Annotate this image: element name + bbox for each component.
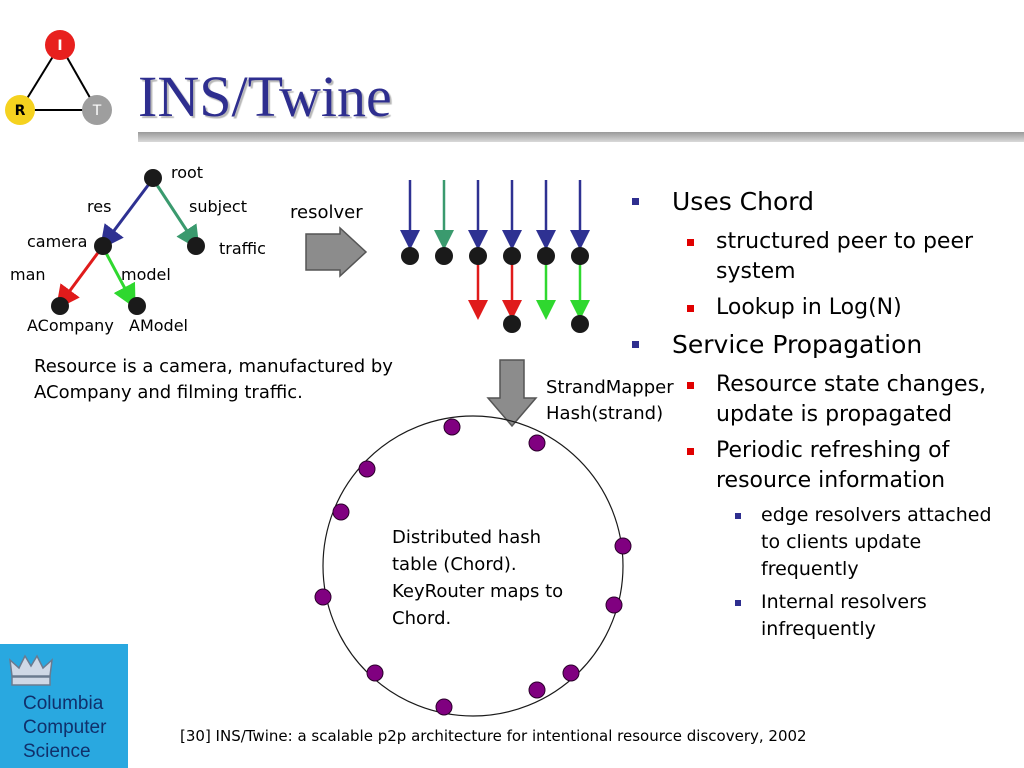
tree-node-camera [94, 237, 112, 255]
ring-node [332, 503, 350, 521]
bullet-marker-icon [735, 600, 741, 606]
ring-node [614, 537, 632, 555]
tree-label-camera: camera [27, 232, 87, 251]
slide-title: INS/Twine [138, 64, 392, 129]
dht-caption: Distributed hash table (Chord). KeyRoute… [392, 527, 564, 629]
logo-node-r [5, 95, 35, 125]
bullet-internal-resolvers: Internal resolvers infrequently [632, 589, 1012, 643]
ring-node [528, 681, 546, 699]
bullet-marker-icon [735, 513, 741, 519]
bullet-marker-icon [687, 382, 694, 389]
citation: [30] INS/Twine: a scalable p2p architect… [180, 727, 807, 745]
tree-node-root [144, 169, 162, 187]
ring-node [314, 588, 332, 606]
tree-edge-res [99, 179, 154, 250]
strands [400, 180, 590, 333]
crown-icon [9, 654, 53, 686]
strand-node [435, 247, 453, 265]
bullet-uses-chord: Uses Chord [632, 186, 1012, 217]
strand-node [503, 315, 521, 333]
ring-node [562, 664, 580, 682]
tree-edge-subject [153, 181, 200, 251]
bullet-marker-icon [632, 341, 639, 348]
tree-node-amodel [128, 297, 146, 315]
strandmapper-caption: StrandMapper Hash(strand) [546, 375, 674, 427]
strand-node [537, 247, 555, 265]
resolver-arrow [305, 226, 368, 278]
strand-node [469, 247, 487, 265]
tree-node-acompany [51, 297, 69, 315]
ring-node [443, 418, 461, 436]
tree-label-amodel: AModel [129, 316, 188, 335]
tree-label-model: model [121, 265, 171, 284]
logo-node-i [45, 30, 75, 60]
title-underline [138, 132, 1024, 142]
bullet-marker-icon [687, 239, 694, 246]
ring-node [435, 698, 453, 716]
svg-text:R: R [15, 103, 26, 119]
bullet-list: Uses Chord structured peer to peer syste… [632, 186, 1012, 649]
tree-edge-model [103, 250, 136, 309]
ring-node [605, 596, 623, 614]
svg-text:T: T [92, 103, 102, 119]
ins-logo-triangle: I R T [5, 30, 112, 125]
ring-node [528, 434, 546, 452]
bullet-periodic: Periodic refreshing of resource informat… [632, 436, 1012, 496]
svg-text:I: I [57, 38, 62, 54]
chord-ring [322, 415, 624, 717]
columbia-logo-text: Columbia Computer Science [23, 693, 107, 762]
ring-node [358, 460, 376, 478]
strand-node [401, 247, 419, 265]
tree-label-subject: subject [189, 197, 247, 216]
strand-node [571, 247, 589, 265]
tree-label-traffic: traffic [219, 239, 266, 258]
logo-node-t [82, 95, 112, 125]
strand-node [503, 247, 521, 265]
tree-edge-man [55, 249, 102, 310]
bullet-lookup: Lookup in Log(N) [632, 293, 1012, 323]
bullet-edge-resolvers: edge resolvers attached to clients updat… [632, 502, 1012, 583]
tree-node-traffic [187, 237, 205, 255]
strandmapper-line1: StrandMapper [546, 377, 674, 398]
bullet-marker-icon [687, 448, 694, 455]
tree-label-acompany: ACompany [27, 316, 114, 335]
bullet-structured-p2p: structured peer to peer system [632, 227, 1012, 287]
chord-ring-nodes [314, 418, 632, 716]
ring-node [366, 664, 384, 682]
resource-caption: Resource is a camera, manufactured by AC… [34, 356, 393, 403]
strand-node [571, 315, 589, 333]
tree-label-res: res [87, 197, 111, 216]
strandmapper-arrow [486, 359, 538, 428]
bullet-marker-icon [687, 305, 694, 312]
strandmapper-line2: Hash(strand) [546, 403, 664, 424]
resolver-label: resolver [290, 202, 363, 223]
bullet-marker-icon [632, 198, 639, 205]
resource-tree: root res subject camera traffic man mode… [10, 163, 266, 335]
bullet-service-propagation: Service Propagation [632, 329, 1012, 360]
tree-label-man: man [10, 265, 46, 284]
tree-label-root: root [171, 163, 203, 182]
bullet-state-changes: Resource state changes, update is propag… [632, 370, 1012, 430]
